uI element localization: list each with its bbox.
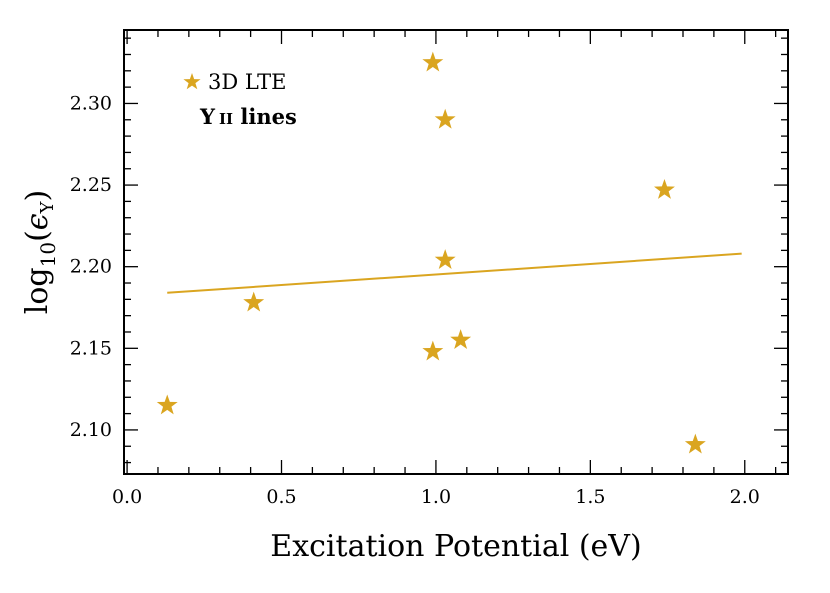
fit-line (167, 252, 742, 294)
x-tick-label: 0.0 (112, 486, 142, 508)
data-point-star (243, 291, 265, 312)
y-axis-label: log10(ϵY) (20, 190, 60, 314)
tick-labels: 0.0 0.5 1.0 1.5 2.0 2.10 2.15 2.20 2.25 2.30 (70, 92, 760, 508)
data-point-star (156, 394, 178, 415)
y-tick-label: 2.15 (70, 337, 112, 359)
data-point-star (684, 433, 706, 454)
legend: 3D LTE (183, 70, 286, 94)
data-point-star (422, 340, 444, 361)
legend-star-icon (183, 73, 201, 90)
data-point-star (654, 178, 675, 199)
data-points (156, 51, 706, 454)
y-tick-label: 2.25 (70, 174, 112, 196)
annotation-ion: ii (219, 110, 233, 128)
x-axis-label: Excitation Potential (eV) (270, 529, 641, 564)
x-tick-label: 2.0 (730, 486, 760, 508)
data-point-star (450, 329, 472, 350)
data-point-star (434, 108, 456, 129)
annotation-suffix: lines (233, 104, 297, 129)
y-tick-label: 2.30 (70, 92, 112, 114)
plot-frame (123, 29, 789, 475)
x-tick-label: 1.0 (421, 486, 451, 508)
y-tick-label: 2.20 (70, 256, 112, 278)
data-point-star (422, 51, 444, 72)
x-tick-label: 0.5 (266, 486, 296, 508)
data-point-star (434, 249, 456, 270)
ticks (124, 30, 788, 474)
legend-label: 3D LTE (208, 70, 286, 94)
x-tick-label: 1.5 (575, 486, 605, 508)
y-tick-label: 2.10 (70, 419, 112, 441)
annotation-element: Y (199, 104, 216, 129)
